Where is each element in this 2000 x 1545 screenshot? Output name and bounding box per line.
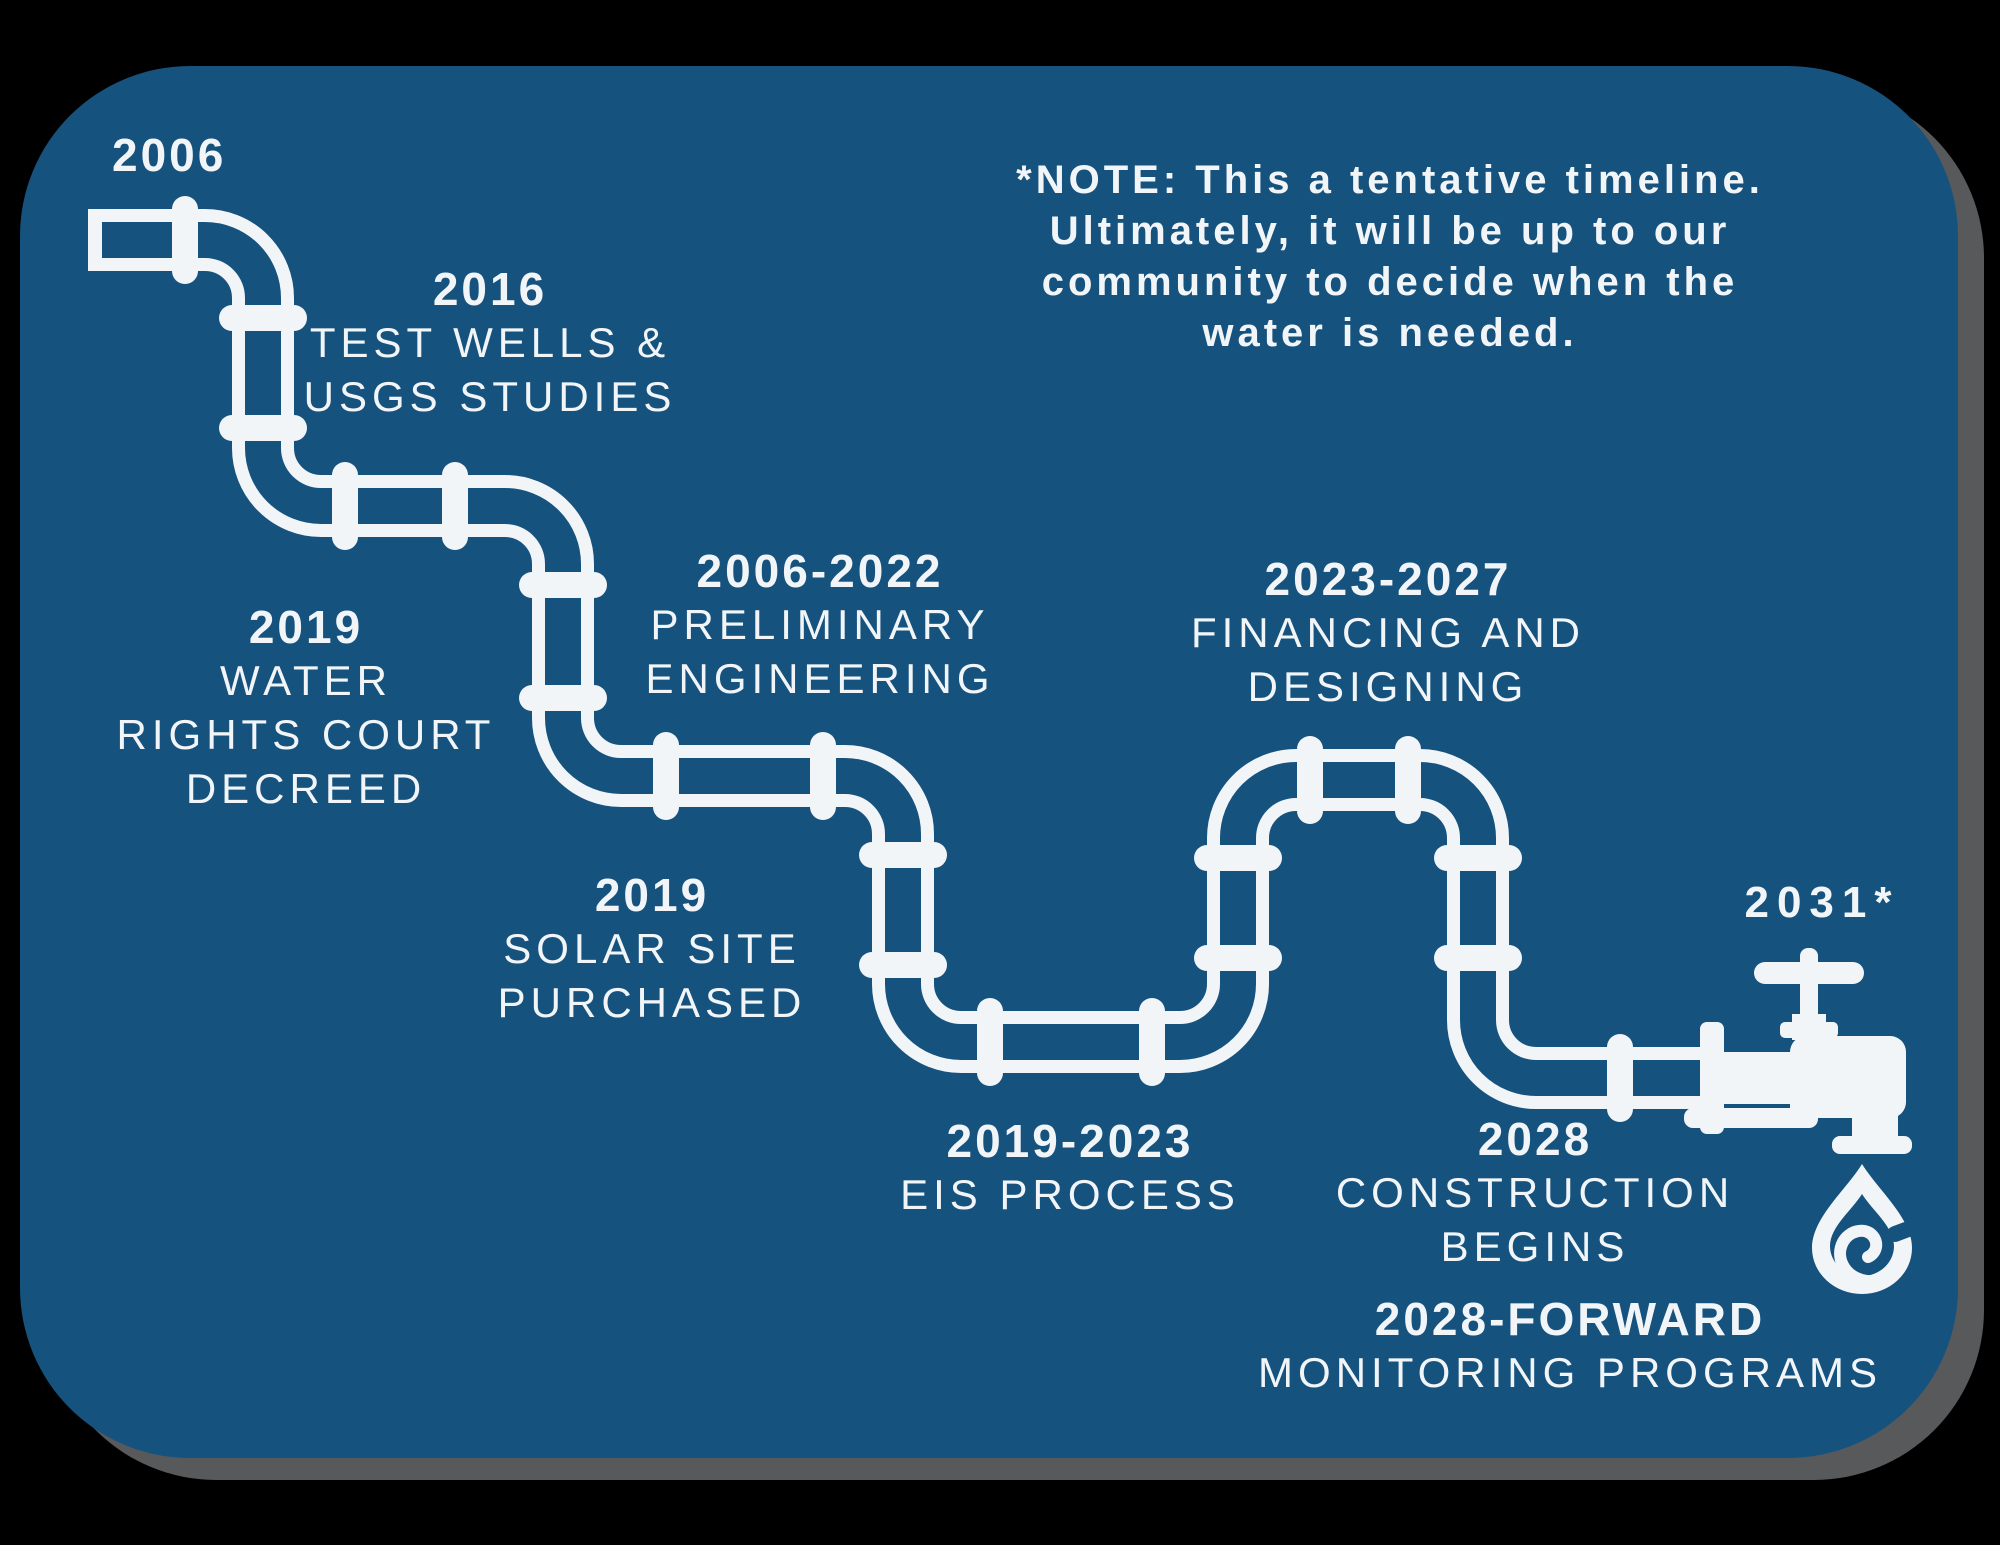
milestone-year: 2019-2023 [946, 1115, 1194, 1167]
note-line: water is needed. [1202, 311, 1578, 355]
milestone-label-line: DESIGNING [1247, 663, 1529, 710]
water-drop-icon [1812, 1164, 1927, 1294]
milestone-label-line: USGS STUDIES [303, 373, 677, 420]
milestone-year: 2028 [1477, 1113, 1593, 1165]
pipe-bore [95, 222, 1724, 1096]
milestone-monitoring: 2028-FORWARD MONITORING PROGRAMS [1258, 1292, 1882, 1400]
milestone-label-line: FINANCING AND [1190, 609, 1586, 656]
pipe-end-cap [88, 209, 102, 271]
milestone-label-line: ENGINEERING [645, 655, 995, 702]
milestone-label-line: BEGINS [1440, 1223, 1630, 1270]
milestone-year: 2023-2027 [1264, 553, 1512, 605]
milestone-preliminary-engineering: 2006-2022 PRELIMINARY ENGINEERING [645, 544, 994, 706]
milestone-construction: 2028 CONSTRUCTION BEGINS [1336, 1112, 1734, 1274]
milestone-label-line: RIGHTS COURT [116, 711, 496, 758]
note-line: community to decide when the [1041, 260, 1739, 304]
milestone-label-line: PURCHASED [497, 979, 807, 1026]
milestone-label-line: CONSTRUCTION [1335, 1169, 1735, 1216]
faucet-icon [1684, 948, 1912, 1154]
milestone-pipeline-start: 2006 [112, 128, 226, 182]
milestone-water-delivered: 2031* [1744, 876, 1899, 930]
milestone-test-wells: 2016 TEST WELLS & USGS STUDIES [304, 262, 677, 424]
note-line: Ultimately, it will be up to our [1049, 209, 1731, 253]
milestone-year: 2006 [112, 129, 227, 181]
milestone-label-line: WATER [220, 657, 392, 704]
milestone-label-line: TEST WELLS & [309, 319, 671, 366]
pipe-couplings [172, 196, 1633, 1122]
tentative-timeline-note: *NOTE: This a tentative timeline. Ultima… [1016, 155, 1764, 359]
milestone-financing: 2023-2027 FINANCING AND DESIGNING [1191, 552, 1585, 714]
background-card [20, 66, 1958, 1458]
milestone-label-line: MONITORING PROGRAMS [1258, 1349, 1882, 1396]
note-line: *NOTE: This a tentative timeline. [1016, 158, 1764, 202]
milestone-label-line: SOLAR SITE [503, 925, 801, 972]
milestone-year: 2019 [594, 869, 710, 921]
milestone-eis-process: 2019-2023 EIS PROCESS [900, 1114, 1240, 1222]
milestone-label-line: PRELIMINARY [650, 601, 990, 648]
milestone-solar-site: 2019 SOLAR SITE PURCHASED [498, 868, 807, 1030]
milestone-year: 2019 [248, 601, 364, 653]
pipeline [88, 196, 1724, 1122]
milestone-label-line: EIS PROCESS [900, 1171, 1240, 1218]
milestone-year: 2031* [1744, 878, 1900, 927]
milestone-year: 2006-2022 [696, 545, 944, 597]
milestone-year: 2028-FORWARD [1374, 1293, 1766, 1345]
milestone-year: 2016 [432, 263, 548, 315]
milestone-water-rights: 2019 WATER RIGHTS COURT DECREED [117, 600, 496, 816]
milestone-label-line: DECREED [185, 765, 427, 812]
